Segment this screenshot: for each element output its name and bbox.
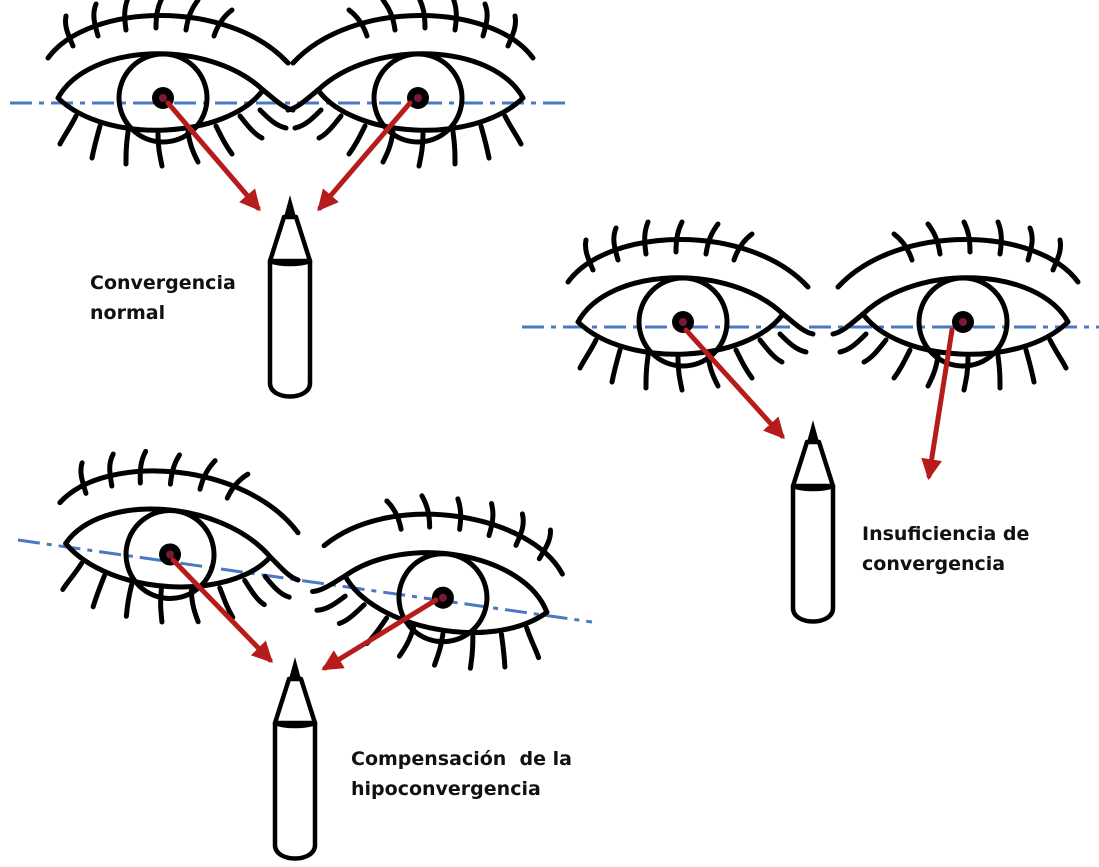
eye-icon (48, 0, 293, 166)
eye-icon (49, 443, 310, 636)
label-insuficiencia-convergencia: Insuficiencia de convergencia (862, 519, 1029, 579)
label-line: normal (90, 298, 236, 328)
panel-normal (10, 0, 570, 397)
eye-icon (288, 0, 533, 166)
label-line: Insuficiencia de (862, 519, 1029, 549)
gaze-arrow-icon (173, 560, 270, 660)
label-line: Compensación de la (351, 744, 572, 774)
label-compensacion-hipoconvergencia: Compensación de la hipoconvergencia (351, 744, 572, 804)
eye-icon (305, 481, 571, 681)
label-line: convergencia (862, 549, 1029, 579)
label-convergencia-normal: Convergencia normal (90, 268, 236, 328)
label-line: Convergencia (90, 268, 236, 298)
pencil-icon (270, 195, 310, 397)
pencil-icon (275, 657, 315, 859)
eye-icon (833, 222, 1078, 390)
eye-icon (568, 222, 813, 390)
label-line: hipoconvergencia (351, 774, 572, 804)
pencil-icon (793, 420, 833, 622)
